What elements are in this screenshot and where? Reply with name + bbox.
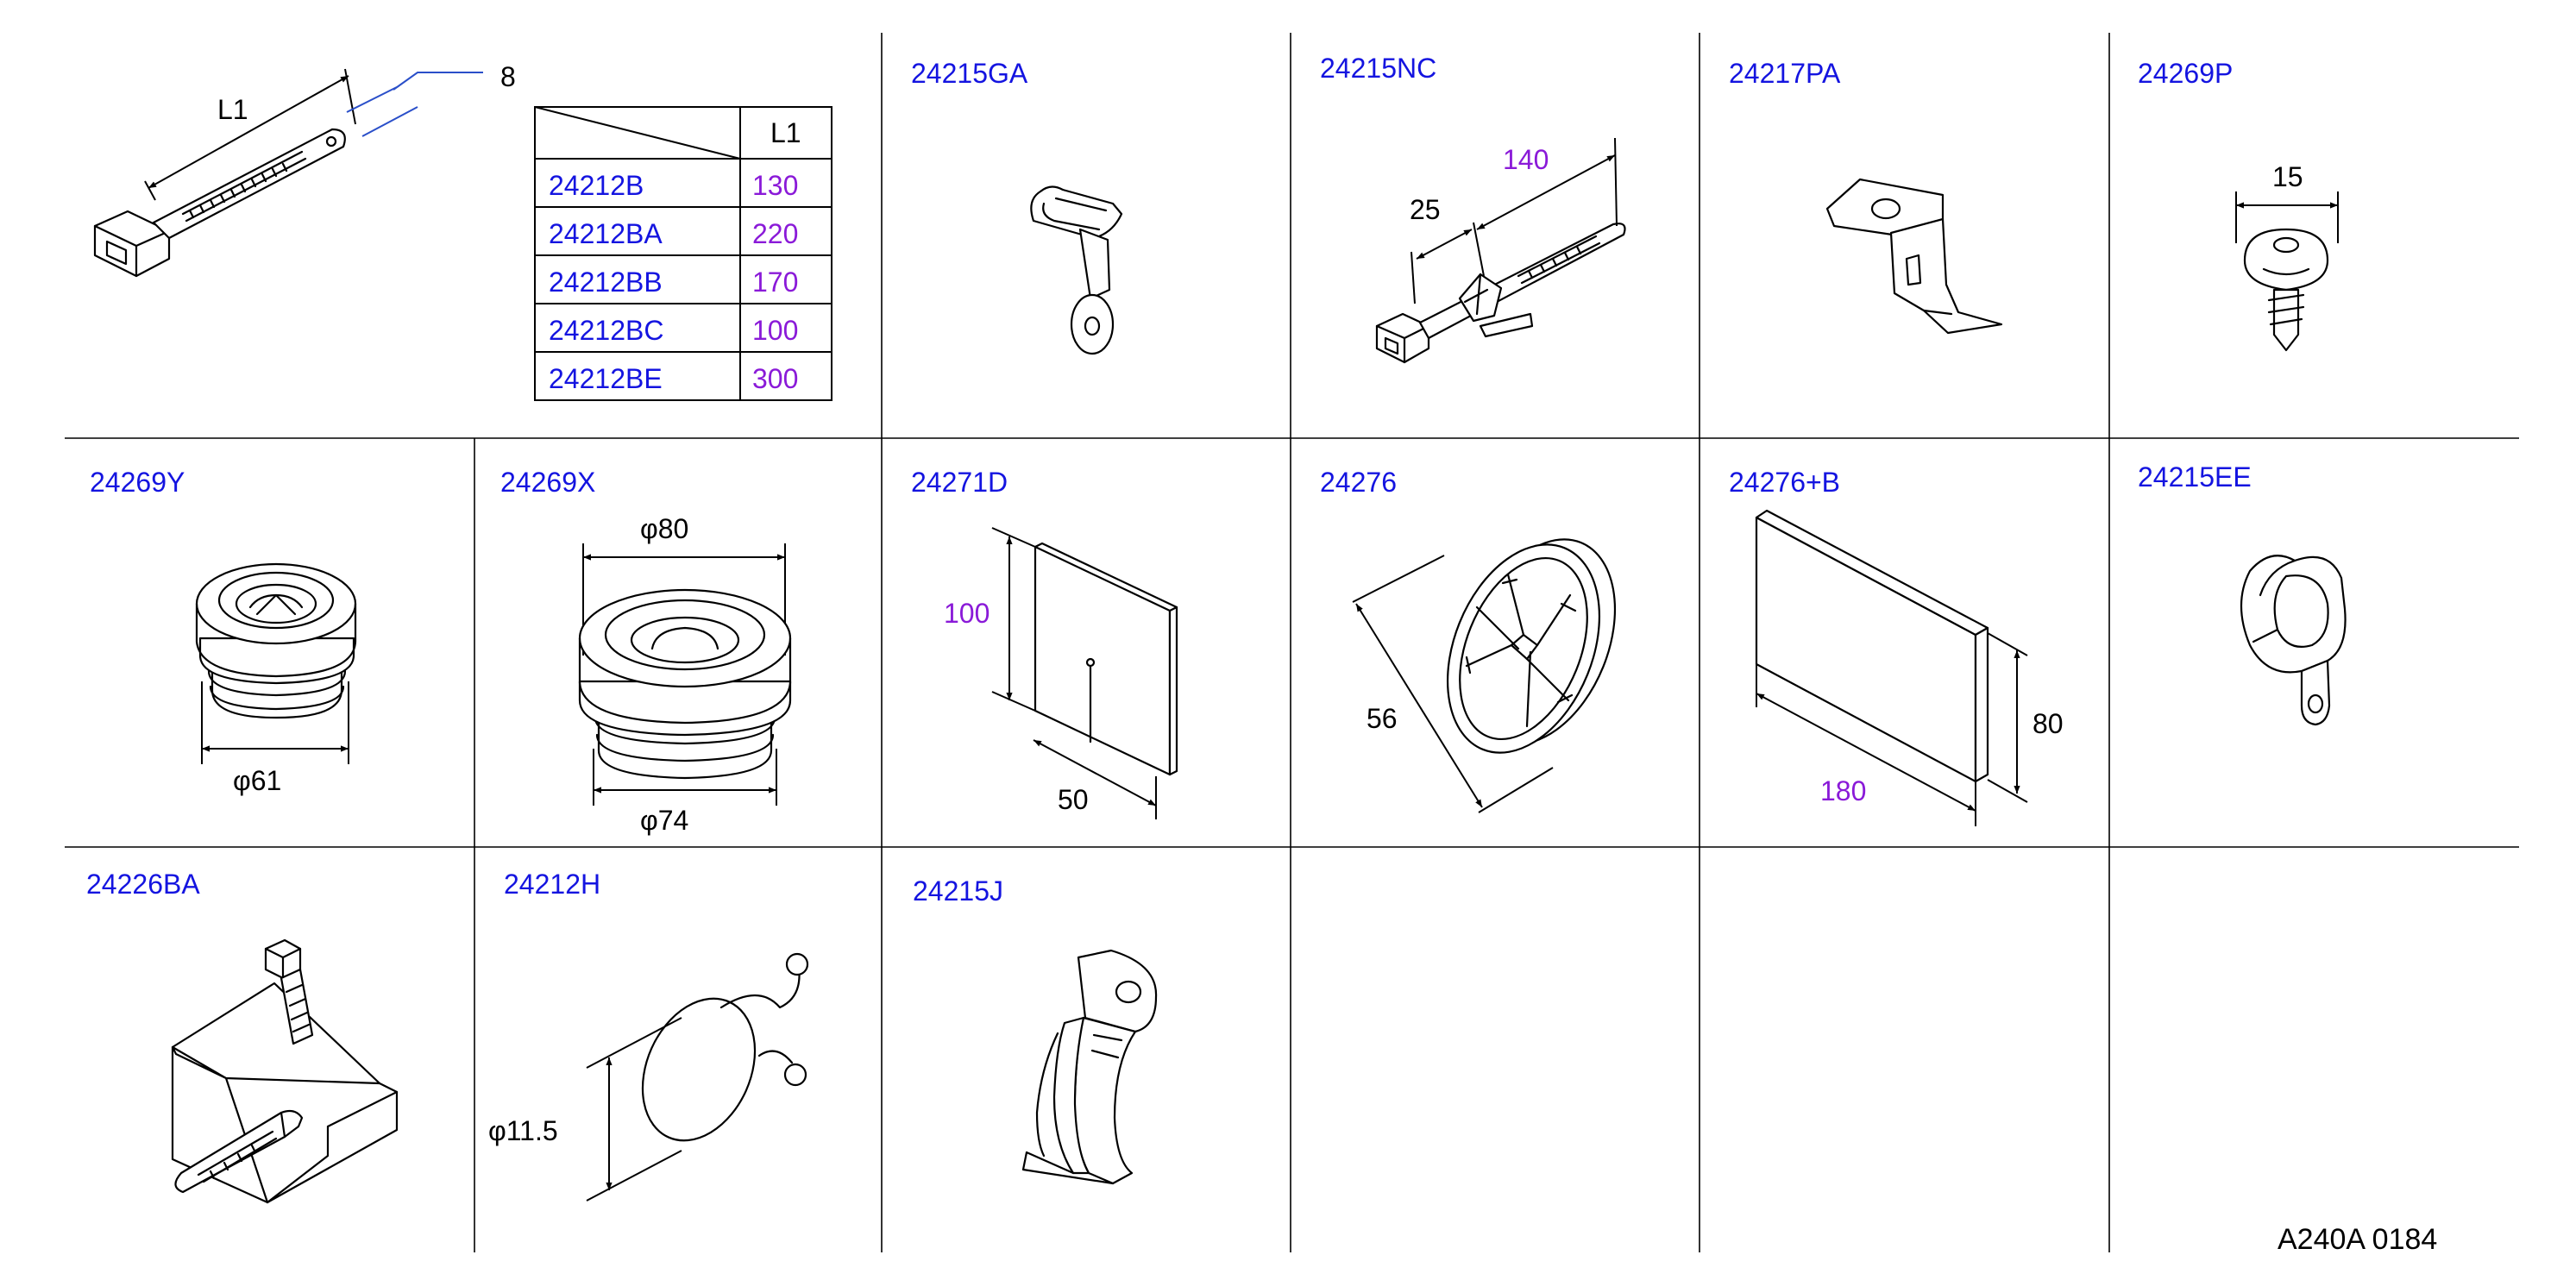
- table-row-part: 24212BE: [549, 363, 663, 394]
- dim-thickness-label: 8: [500, 61, 516, 92]
- dim-diameter-label: φ11.5: [488, 1115, 558, 1146]
- table-row-part: 24212B: [549, 170, 644, 201]
- part-number-label: 24269Y: [90, 467, 185, 498]
- dim-width-label: 50: [1058, 784, 1089, 815]
- cell-24215NC: 24215NC 140 25: [1320, 53, 1626, 364]
- part-number-label: 24226BA: [86, 869, 200, 900]
- cable-tie-drawing: [93, 128, 346, 278]
- pad-drawing: [1034, 542, 1178, 776]
- table-row-length: 100: [752, 315, 798, 346]
- table-row-length: 170: [752, 267, 798, 298]
- dim-diameter-label: 56: [1367, 703, 1398, 734]
- part-number-label: 24217PA: [1729, 58, 1841, 89]
- dim-length-label: 140: [1503, 144, 1549, 175]
- part-number-label: 24276: [1320, 467, 1397, 498]
- tie-mount-drawing: [171, 938, 399, 1204]
- cell-24276: 24276 56: [1320, 467, 1617, 813]
- part-number-label: 24269X: [500, 467, 595, 498]
- dim-width-label: 25: [1410, 194, 1441, 225]
- cell-24276B: 24276+B 80 180: [1729, 467, 2064, 826]
- part-number-label: 24276+B: [1729, 467, 1840, 498]
- grid-lines: [65, 33, 2519, 1252]
- bracket-drawing: [1825, 178, 2003, 335]
- dim-l1-line: [148, 75, 349, 189]
- part-number-label: 24215GA: [911, 58, 1028, 89]
- part-number-label: 24212H: [504, 869, 600, 900]
- table-row-length: 300: [752, 363, 798, 394]
- spring-clip-drawing: [641, 952, 809, 1142]
- cell-24215EE: 24215EE: [2138, 461, 2347, 726]
- dim-outer-diameter-label: φ80: [640, 513, 688, 544]
- cell-cable-tie: L1 8 L1 24212B 130 24212BA 220 24212BB 1…: [93, 61, 832, 401]
- part-number-label: 24215EE: [2138, 461, 2252, 493]
- clamp-tie-drawing: [1375, 223, 1626, 364]
- loop-clip-drawing: [2240, 555, 2347, 726]
- cell-24271D: 24271D 100 50: [911, 467, 1178, 819]
- part-number-label: 24269P: [2138, 58, 2233, 89]
- wheel-clip-drawing: [1446, 538, 1617, 754]
- cell-24269Y: 24269Y φ61: [90, 467, 357, 796]
- part-number-label: 24215NC: [1320, 53, 1436, 84]
- screw-drawing: [2243, 228, 2329, 352]
- thickness-leader: [346, 72, 483, 137]
- grommet-drawing: [195, 562, 357, 719]
- drawing-code-label: A240A 0184: [2278, 1223, 2437, 1256]
- table-row-part: 24212BA: [549, 218, 663, 249]
- cell-24212H: 24212H φ11.5: [488, 869, 809, 1202]
- table-row-length: 130: [752, 170, 798, 201]
- clip-drawing: [1030, 185, 1123, 355]
- cell-24269X: 24269X φ80 φ74: [500, 467, 792, 836]
- dim-l1-label: L1: [217, 94, 248, 125]
- table-row-part: 24212BB: [549, 267, 663, 298]
- dim-diameter-label: φ61: [233, 765, 281, 796]
- cell-24215GA: 24215GA: [911, 58, 1123, 355]
- dim-height-label: 100: [944, 598, 990, 629]
- length-table: L1 24212B 130 24212BA 220 24212BB 170 24…: [534, 106, 832, 401]
- dim-height-label: 80: [2033, 708, 2064, 739]
- table-row-part: 24212BC: [549, 315, 663, 346]
- dim-inner-diameter-label: φ74: [640, 805, 688, 836]
- table-row-length: 220: [752, 218, 798, 249]
- table-header-l1: L1: [770, 117, 801, 148]
- grommet-large-drawing: [578, 588, 792, 780]
- cell-24215J: 24215J: [913, 875, 1158, 1185]
- dim-length-label: 180: [1820, 775, 1866, 806]
- cell-24217PA: 24217PA: [1729, 58, 2003, 335]
- part-number-label: 24271D: [911, 467, 1008, 498]
- saddle-clip-drawing: [1021, 949, 1158, 1185]
- cell-24226BA: 24226BA: [86, 869, 399, 1204]
- cell-24269P: 24269P 15: [2138, 58, 2339, 352]
- foam-block-drawing: [1755, 509, 1989, 783]
- dim-diameter-label: 15: [2272, 161, 2303, 192]
- part-number-label: 24215J: [913, 875, 1003, 907]
